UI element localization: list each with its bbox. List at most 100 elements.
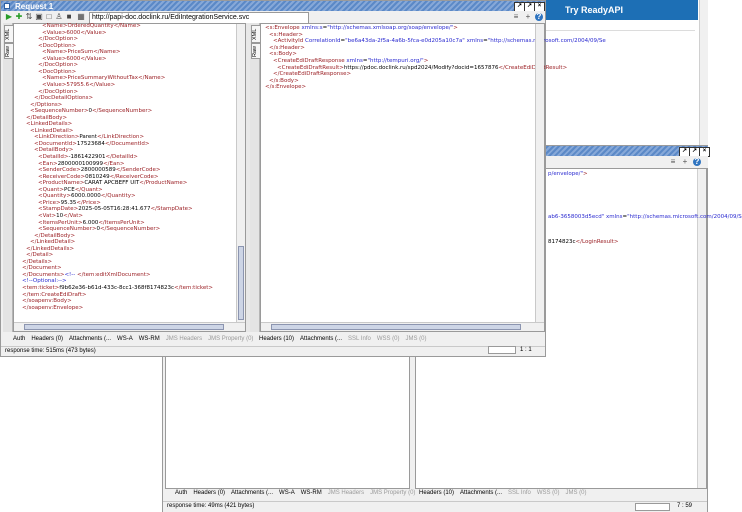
xml-token: > [583, 171, 588, 177]
back-help-icon[interactable]: ? [693, 157, 701, 166]
xml-token: </Quantity> [100, 193, 136, 200]
xml-token: <DetailId> [38, 154, 69, 160]
xml-token: </Documents> [22, 271, 65, 278]
back-request-editor[interactable] [165, 346, 410, 489]
xml-token: </s:Envelope> [265, 84, 307, 91]
request-hscroll[interactable] [14, 322, 245, 331]
xml-token: "http://schemas.microsoft.com/2004/09/Se [487, 38, 606, 45]
bottom-tab[interactable]: Headers (10) [419, 490, 455, 496]
xml-token: <ReceiverCode> [38, 173, 86, 180]
add-endpoint-icon[interactable]: + [525, 12, 531, 21]
xml-line: <Name>PriceSum</Name> [42, 49, 121, 56]
xml-line: </DocOption> [38, 36, 78, 43]
xml-token: </DocOption> [38, 36, 79, 43]
request-toolbar: ▶ ✚ ⇅ ▣ □ ♙ ■ ▦ http://papi-doc.doclink.… [1, 11, 545, 24]
xml-line: <SequenceNumber>0</SequenceNumber> [38, 226, 160, 233]
bottom-tab[interactable]: JMS Headers [165, 336, 203, 342]
window-titlebar[interactable]: Request 1 ↗ ↗ × [1, 1, 545, 12]
xml-line: <LinkedDetail> [30, 128, 73, 135]
xml-line: </LinkedDetails> [26, 246, 74, 253]
bottom-tab[interactable]: Auth [175, 490, 188, 496]
xml-token: <Name>OrderedQuantity</Name> [42, 23, 141, 29]
back-window-titlebar[interactable]: ↗ ↗ × [541, 146, 710, 157]
xml-line: <s:Header> [269, 32, 303, 39]
xml-token: <ActivityId [273, 38, 306, 45]
xml-line: <ItemsPerUnit>6.000</ItemsPerUnit> [38, 220, 145, 227]
clone-icon[interactable]: □ [46, 12, 52, 21]
bottom-tab[interactable]: Auth [13, 336, 26, 342]
bottom-tab[interactable]: JMS Property (0) [208, 336, 254, 342]
xml-token: <ProductName> [38, 180, 85, 187]
xml-line: <Name>PriceSummaryWithoutTax</Name> [42, 75, 165, 82]
bottom-tab[interactable]: Attachments (... [231, 490, 274, 496]
help-icon[interactable]: ? [535, 12, 543, 21]
response-hscroll[interactable] [261, 322, 544, 331]
bottom-tab[interactable]: JMS (0) [565, 490, 587, 496]
bottom-tab[interactable]: Attachments (... [300, 336, 343, 342]
try-readyapi-button[interactable]: Try ReadyAPI [545, 0, 698, 20]
bottom-tab[interactable]: WSS (0) [536, 490, 560, 496]
xml-token: <Name>PriceSum</Name> [42, 49, 121, 56]
xml-token: 8174823c [548, 239, 576, 245]
xml-token: https://pdoc.doclink.ru/spd2024/Modify?d… [343, 64, 499, 71]
xml-token: </soapenv:Envelope> [22, 304, 84, 311]
bottom-tab[interactable]: Attachments (... [460, 490, 503, 496]
bottom-tab[interactable]: WS-A [279, 490, 295, 496]
response-hscroll-thumb[interactable] [271, 324, 521, 330]
xml-token: </LinkDirection> [96, 134, 145, 141]
add-assertion-icon[interactable]: ✚ [15, 12, 23, 21]
bottom-tab[interactable]: Headers (10) [259, 336, 295, 342]
xml-token: </Options> [30, 101, 63, 108]
create-empty-icon[interactable]: ⇅ [25, 12, 33, 21]
settings-icon[interactable]: ▦ [77, 12, 85, 21]
xml-token: ab6-3658003d5ecd" [548, 214, 605, 220]
format-icon[interactable]: ≡ [513, 12, 519, 21]
request-editor[interactable]: <Name>OrderedQuantity</Name><Value>6000<… [13, 23, 246, 332]
back-add-icon[interactable]: + [682, 157, 688, 166]
response-editor[interactable]: <s:Envelope xmlns:s="http://schemas.xmls… [260, 23, 606, 332]
bottom-tab[interactable]: WS-A [117, 336, 133, 342]
bottom-tab[interactable]: JMS Headers [327, 490, 365, 496]
request-hscroll-thumb[interactable] [24, 324, 224, 330]
xml-line: <ActivityId CorrelationId="be6a43da-2f5a… [273, 38, 606, 45]
xml-token: </StampDate> [150, 206, 193, 213]
xml-token: </Document> [22, 265, 62, 272]
bottom-tab[interactable]: Headers (0) [193, 490, 226, 496]
background-app-area [545, 0, 720, 145]
bottom-tab[interactable]: SSL Info [508, 490, 531, 496]
xml-line: </DetailBody> [26, 115, 67, 122]
request-vscroll[interactable] [236, 24, 245, 323]
bottom-tab[interactable]: WSS (0) [376, 336, 400, 342]
xml-token: <StampDate> [38, 206, 79, 213]
xml-token: </soapenv:Body> [22, 298, 72, 305]
xml-line: 8174823c</LoginResult> [548, 239, 618, 246]
bottom-tab[interactable]: WS-RM [138, 336, 160, 342]
xml-token: 6000.0000 [70, 193, 101, 200]
xml-token: <SequenceNumber> [30, 108, 89, 115]
stop-icon[interactable]: ■ [66, 12, 72, 21]
back-format-icon[interactable]: ≡ [670, 157, 676, 166]
bottom-tab[interactable]: JMS Property (0) [370, 490, 416, 496]
response-vscroll[interactable] [535, 24, 544, 323]
background-scrollbar[interactable] [699, 0, 708, 145]
xml-line: <DocumentId>17523684</DocumentId> [34, 141, 150, 148]
request-vscroll-thumb[interactable] [238, 246, 244, 320]
bottom-tab[interactable]: Headers (0) [31, 336, 64, 342]
bottom-tab[interactable]: WS-RM [300, 490, 322, 496]
bottom-tab[interactable]: JMS (0) [405, 336, 427, 342]
bottom-tab[interactable]: SSL Info [348, 336, 371, 342]
bottom-tab[interactable]: Attachments (... [69, 336, 112, 342]
back-response-scrollbar[interactable] [697, 169, 706, 488]
submit-request-icon[interactable]: ▶ [5, 12, 13, 21]
xml-line: <Quant>PCE</Quant> [38, 187, 103, 194]
xml-token: <DetailBody> [34, 147, 74, 154]
xml-token: CorrelationId [305, 38, 341, 45]
copy-icon[interactable]: ▣ [35, 12, 43, 21]
user-icon[interactable]: ♙ [55, 12, 63, 21]
xml-line: <Vat>10</Vat> [38, 213, 83, 220]
xml-line: <DocOption> [38, 43, 76, 50]
xml-token: <Ean> [38, 160, 58, 167]
xml-token: </tem:CreateEdiDraft> [22, 291, 87, 298]
split-divider[interactable] [246, 23, 250, 332]
back-progress [635, 503, 670, 511]
